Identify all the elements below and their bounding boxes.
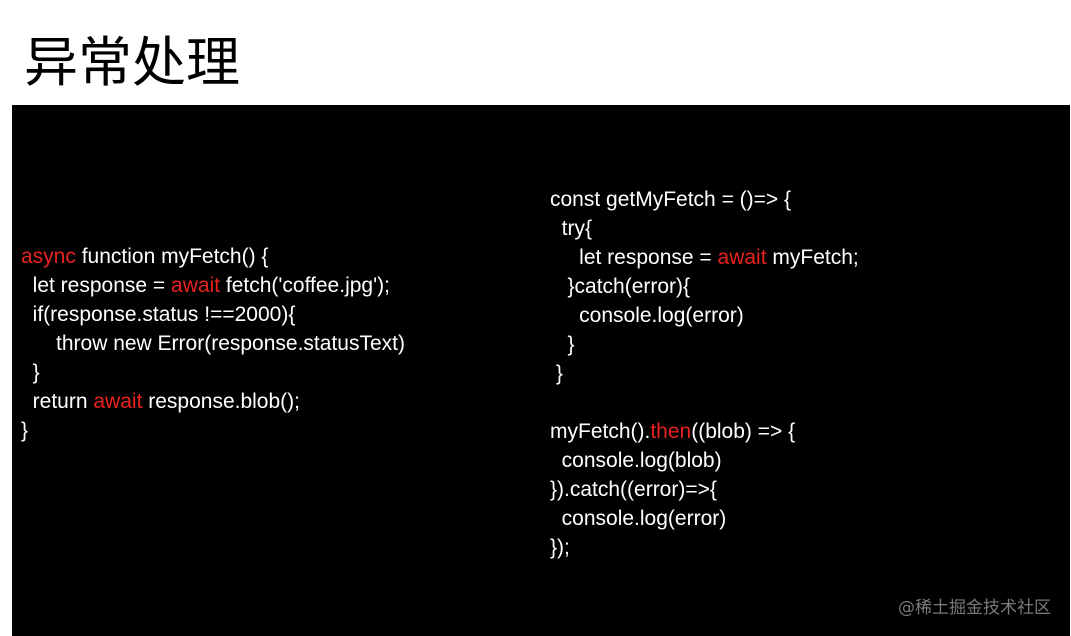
code-text: let response = (21, 274, 172, 297)
code-text: } (550, 333, 575, 356)
code-line: if(response.status !==2000){ (21, 300, 405, 329)
code-text: console.log(error) (550, 304, 744, 327)
code-line (550, 388, 859, 417)
code-line: console.log(error) (550, 504, 859, 533)
code-text: } (21, 361, 40, 384)
code-line: } (550, 330, 859, 359)
code-text: ((blob) => { (691, 420, 796, 443)
code-line: console.log(error) (550, 301, 859, 330)
code-text: myFetch(). (550, 420, 651, 443)
code-line: let response = await myFetch; (550, 243, 859, 272)
code-text: throw new Error(response.statusText) (21, 332, 405, 355)
code-line: } (21, 358, 405, 387)
code-line: } (550, 359, 859, 388)
slide-title: 异常处理 (24, 31, 240, 94)
code-line: console.log(blob) (550, 446, 859, 475)
code-text: }); (550, 536, 570, 559)
code-text: function myFetch() { (75, 245, 269, 268)
code-block-async-function: async function myFetch() { let response … (21, 242, 405, 445)
code-text: } (21, 419, 29, 442)
code-text: return (21, 390, 94, 413)
code-line: async function myFetch() { (21, 242, 405, 271)
watermark-text: @稀土掘金技术社区 (898, 598, 1051, 618)
code-text: fetch('coffee.jpg'); (220, 274, 390, 297)
code-text: console.log(error) (550, 507, 727, 530)
code-keyword: async (21, 245, 76, 268)
code-keyword: then (650, 420, 692, 443)
code-block-try-catch: const getMyFetch = ()=> { try{ let respo… (550, 185, 859, 562)
code-text: if(response.status !==2000){ (21, 303, 296, 326)
code-line: }); (550, 533, 859, 562)
code-line: }).catch((error)=>{ (550, 475, 859, 504)
code-line: return await response.blob(); (21, 387, 405, 416)
code-keyword: await (171, 274, 221, 297)
code-text: console.log(blob) (550, 449, 722, 472)
code-text: myFetch; (766, 246, 859, 269)
code-line: } (21, 416, 405, 445)
code-line: try{ (550, 214, 859, 243)
code-keyword: await (93, 390, 143, 413)
code-text: const getMyFetch = ()=> { (550, 188, 792, 211)
code-text: }).catch((error)=>{ (550, 478, 717, 501)
code-line: let response = await fetch('coffee.jpg')… (21, 271, 405, 300)
code-panel: async function myFetch() { let response … (12, 105, 1070, 636)
code-text: } (550, 362, 563, 385)
code-text: try{ (550, 217, 593, 240)
code-text: }catch(error){ (550, 275, 691, 298)
code-line: throw new Error(response.statusText) (21, 329, 405, 358)
code-text: let response = (550, 246, 718, 269)
code-keyword: await (717, 246, 767, 269)
code-line: }catch(error){ (550, 272, 859, 301)
code-text: response.blob(); (142, 390, 300, 413)
code-line: myFetch().then((blob) => { (550, 417, 859, 446)
code-line: const getMyFetch = ()=> { (550, 185, 859, 214)
